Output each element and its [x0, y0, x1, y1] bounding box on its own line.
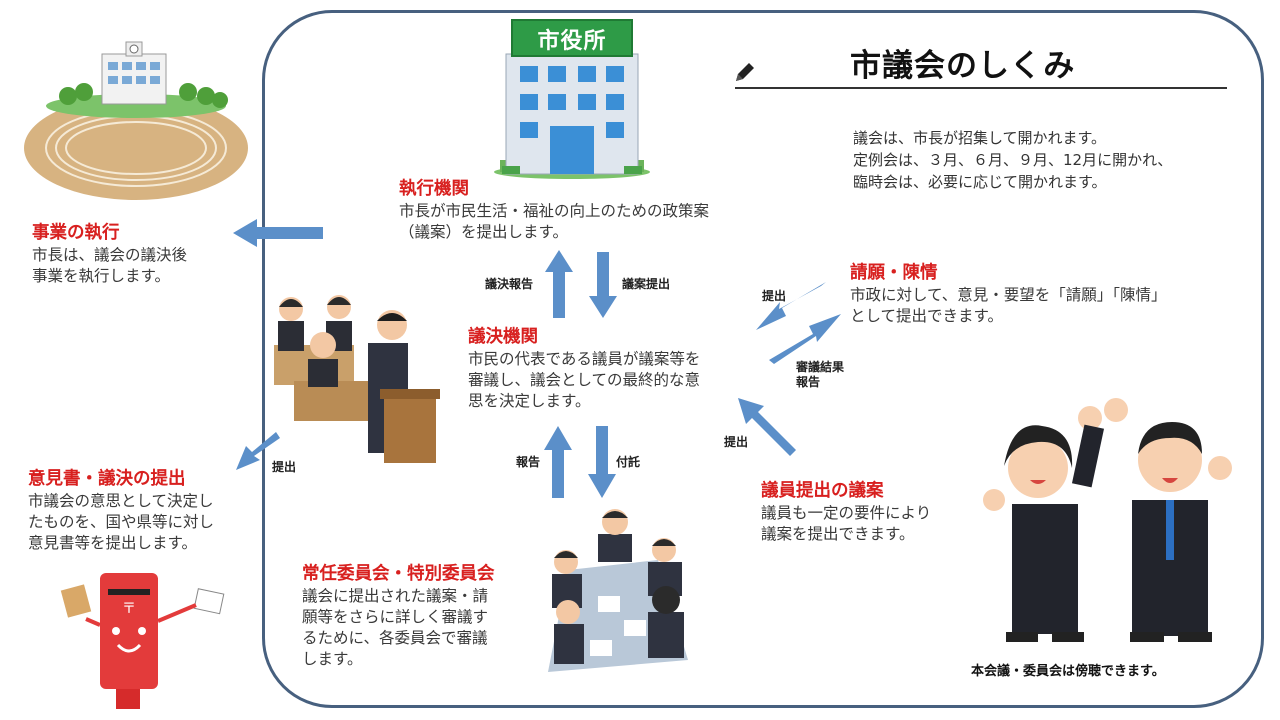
intro-line: 臨時会は、必要に応じて開かれます。 [853, 173, 1107, 191]
label-review-result: 審議結果 報告 [796, 360, 844, 390]
citizens-illustration [983, 398, 1232, 642]
legislative-line: 思を決定します。 [468, 392, 591, 410]
arrow-to-execution [233, 219, 323, 247]
intro-line: 議会は、市長が招集して開かれます。 [853, 129, 1107, 147]
opinion-heading: 意見書・議決の提出 [28, 469, 186, 489]
opinion-section: 意見書・議決の提出 市議会の意思として決定し たものを、国や県等に対し 意見書等… [28, 468, 214, 554]
committee-line: します。 [302, 650, 363, 668]
label-submit-member: 提出 [724, 435, 749, 449]
member-bill-heading: 議員提出の議案 [761, 481, 884, 501]
label-submit-opinion: 提出 [272, 460, 297, 474]
label-submit-petition: 提出 [762, 289, 787, 303]
executive-heading: 執行機関 [399, 179, 469, 199]
label-review-result-line: 報告 [796, 375, 821, 389]
label-resolution-report: 議決報告 [485, 277, 534, 291]
arrow-review-result [769, 314, 841, 364]
petition-line: として提出できます。 [850, 307, 1003, 325]
execution-line: 事業を執行します。 [32, 267, 170, 285]
page-title: 市議会のしくみ [850, 48, 1076, 84]
city-hall-illustration [494, 19, 650, 179]
member-bill-line: 議案を提出できます。 [761, 525, 915, 543]
opinion-line: 意見書等を提出します。 [28, 534, 197, 552]
petition-heading: 請願・陳情 [850, 263, 938, 283]
label-report: 報告 [516, 455, 541, 469]
label-review-result-line: 審議結果 [796, 360, 845, 374]
legislative-line: 審議し、議会としての最終的な意 [468, 371, 701, 389]
committee-meeting-illustration [548, 509, 688, 672]
opinion-line: 市議会の意思として決定し [28, 492, 214, 510]
arrow-bill-submission [589, 252, 617, 318]
committee-heading: 常任委員会・特別委員会 [302, 564, 495, 584]
title-underline [735, 87, 1227, 89]
arrow-petition-submit [756, 282, 826, 330]
council-chamber-illustration [274, 295, 440, 463]
intro-text: 議会は、市長が招集して開かれます。 定例会は、３月、６月、９月、12月に開かれ、… [853, 127, 1172, 193]
committee-section: 常任委員会・特別委員会 議会に提出された議案・請 願等をさらに詳しく審議す るた… [302, 563, 495, 670]
execution-heading: 事業の執行 [32, 223, 120, 243]
observation-note: 本会議・委員会は傍聴できます。 [971, 664, 1165, 679]
arrow-opinion-submit [236, 432, 280, 470]
legislative-heading: 議決機関 [468, 327, 538, 347]
legislative-section: 議決機関 市民の代表である議員が議案等を 審議し、議会としての最終的な意 思を決… [468, 326, 700, 412]
intro-line: 定例会は、３月、６月、９月、12月に開かれ、 [853, 151, 1173, 169]
label-referral: 付託 [616, 455, 641, 469]
arrow-resolution-report [545, 250, 573, 318]
committee-line: るために、各委員会で審議 [302, 629, 488, 647]
pencil-icon [736, 63, 754, 81]
committee-line: 願等をさらに詳しく審議す [302, 608, 489, 626]
committee-line: 議会に提出された議案・請 [302, 587, 489, 605]
member-bill-section: 議員提出の議案 議員も一定の要件により 議案を提出できます。 [761, 480, 931, 545]
executive-section: 執行機関 市長が市民生活・福祉の向上のための政策案 （議案）を提出します。 [399, 178, 709, 243]
execution-section: 事業の執行 市長は、議会の議決後 事業を執行します。 [32, 222, 187, 287]
executive-line: （議案）を提出します。 [399, 223, 568, 241]
mailbox-illustration: 〒 [60, 573, 225, 709]
city-hall-sign: 市役所 [537, 29, 607, 54]
petition-section: 請願・陳情 市政に対して、意見・要望を「請願」「陳情」 として提出できます。 [850, 262, 1167, 327]
legislative-line: 市民の代表である議員が議案等を [468, 350, 701, 368]
petition-line: 市政に対して、意見・要望を「請願」「陳情」 [850, 286, 1167, 304]
opinion-line: たものを、国や県等に対し [28, 513, 215, 531]
arrow-referral [588, 426, 616, 498]
execution-line: 市長は、議会の議決後 [32, 246, 188, 264]
member-bill-line: 議員も一定の要件により [761, 504, 932, 522]
executive-line: 市長が市民生活・福祉の向上のための政策案 [399, 202, 710, 220]
svg-text:〒: 〒 [122, 601, 136, 617]
arrow-member-submit [738, 398, 796, 456]
arrow-report [544, 426, 572, 498]
diagram-frame [262, 10, 1264, 708]
label-bill-submission: 議案提出 [622, 277, 671, 291]
school-field-illustration [24, 41, 248, 200]
